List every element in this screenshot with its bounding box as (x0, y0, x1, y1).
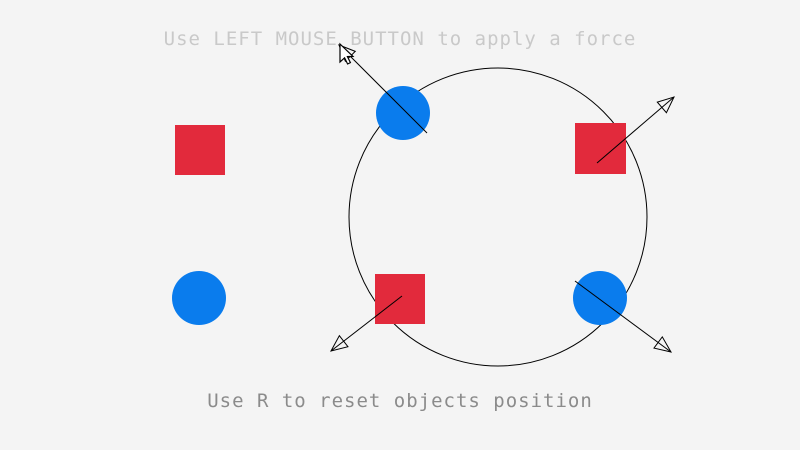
force-arrow-bottom-center (330, 295, 403, 352)
hint-text-apply-force: Use LEFT MOUSE BUTTON to apply a force (163, 28, 637, 50)
force-arrow-top-right (596, 96, 675, 164)
body-square-top-left[interactable] (175, 125, 225, 175)
body-circle-top-center[interactable] (376, 86, 430, 140)
body-square-bottom-center[interactable] (375, 274, 425, 324)
force-arrow-bottom-right-shaft (574, 280, 672, 353)
force-arrow-bottom-right-head (653, 335, 673, 353)
force-arrow-bottom-center-shaft (330, 295, 403, 352)
force-arrow-top-right-head (656, 96, 675, 114)
constraint-circle (348, 67, 648, 367)
body-circle-bottom-right[interactable] (573, 271, 627, 325)
body-circle-bottom-left[interactable] (172, 271, 226, 325)
hint-text-reset-objects: Use R to reset objects position (207, 390, 593, 412)
force-arrow-top-right-shaft (596, 96, 675, 164)
force-arrow-bottom-right (574, 280, 673, 353)
force-arrow-bottom-center-head (330, 334, 349, 352)
body-square-top-right[interactable] (575, 123, 626, 174)
